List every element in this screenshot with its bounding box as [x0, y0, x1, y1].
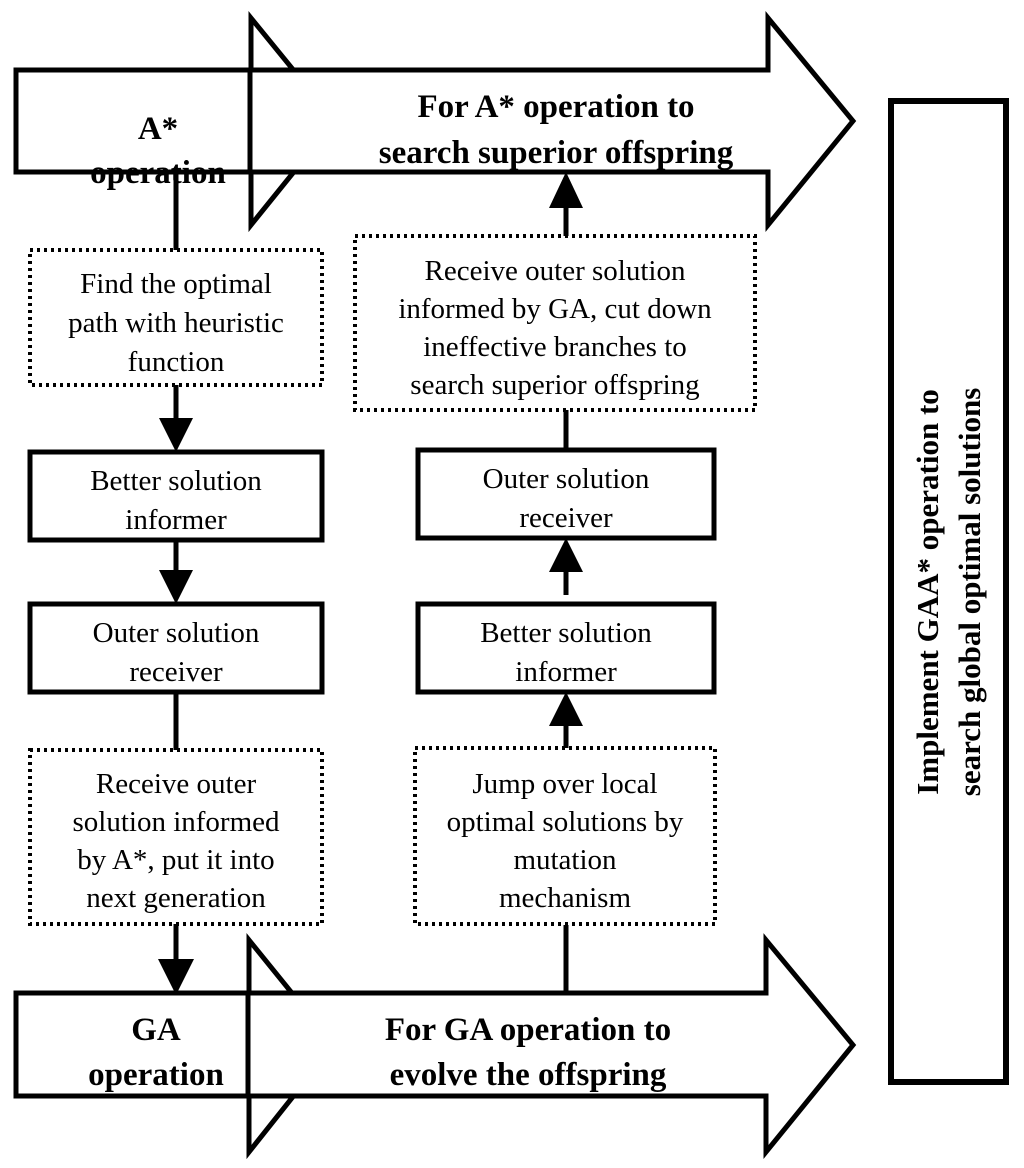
- left-node3-line2: receiver: [129, 656, 223, 688]
- left-node4-line2: solution informed: [72, 806, 280, 838]
- right-node3-line1: Better solution: [480, 617, 652, 649]
- arrowhead-left-node1-to-node2: [159, 418, 193, 452]
- right-node1-line1: Receive outer solution: [425, 255, 686, 287]
- left-node3-box: [27, 601, 325, 695]
- left-node4-line3: by A*, put it into: [77, 844, 274, 876]
- right-node3-line2: informer: [515, 656, 617, 688]
- left-node1-line1: Find the optimal: [80, 268, 272, 300]
- right-node1-line3: ineffective branches to: [423, 331, 687, 363]
- left-node1-line2: path with heuristic: [68, 307, 284, 339]
- left-node2-line1: Better solution: [90, 465, 262, 497]
- left-node2-line2: informer: [125, 504, 227, 536]
- banner-top-left-line1: A*: [138, 111, 178, 147]
- left-node1-line3: function: [128, 346, 225, 378]
- arrowhead-right-node4-to-node3: [549, 692, 583, 726]
- banner-bottom-left-line1: GA: [131, 1012, 181, 1048]
- left-node4-box: [28, 748, 324, 926]
- right-node4-line1: Jump over local: [472, 768, 657, 800]
- right-node1-line2: informed by GA, cut down: [398, 293, 712, 325]
- right-node2-line1: Outer solution: [483, 463, 650, 495]
- right-node1-box: [353, 234, 757, 412]
- right-node2-line2: receiver: [519, 502, 613, 534]
- arrowhead-left-node2-to-node3: [159, 570, 193, 604]
- left-node3-line1: Outer solution: [93, 617, 260, 649]
- arrowhead-right-node3-to-node2: [549, 538, 583, 572]
- banner-top-right-line1: For A* operation to: [417, 89, 694, 125]
- right-node4-line2: optimal solutions by: [447, 806, 684, 838]
- left-node4-line4: next generation: [86, 882, 266, 914]
- arrowhead-right-node1-to-banner: [549, 172, 583, 208]
- arrowhead-left-node4-to-banner: [158, 959, 194, 995]
- left-node4-line1: Receive outer: [96, 768, 257, 800]
- banner-arrow-top-right: [247, 11, 857, 233]
- banner-top-left-line2: operation: [90, 155, 226, 191]
- right-node2-box: [415, 447, 717, 541]
- side-panel-text-group: Implement GAA* operation to search globa…: [910, 388, 987, 797]
- banner-arrow-bottom-right: [245, 933, 857, 1160]
- side-panel-line2: search global optimal solutions: [952, 388, 987, 797]
- right-node4-line4: mechanism: [499, 882, 632, 914]
- right-node4-box: [413, 746, 717, 926]
- right-node3-box: [415, 601, 717, 695]
- banner-top-right-line2: search superior offspring: [379, 135, 734, 171]
- banner-bottom-right-line2: evolve the offspring: [390, 1057, 667, 1093]
- left-node1-box: [28, 248, 324, 387]
- side-panel-line1: Implement GAA* operation to: [910, 389, 945, 795]
- left-node2-box: [27, 449, 325, 543]
- banner-bottom-left-line2: operation: [88, 1057, 224, 1093]
- side-panel-box: [888, 98, 1009, 1085]
- right-node4-line3: mutation: [513, 844, 617, 876]
- right-node1-line4: search superior offspring: [410, 369, 699, 401]
- banner-bottom-right-line1: For GA operation to: [385, 1012, 671, 1048]
